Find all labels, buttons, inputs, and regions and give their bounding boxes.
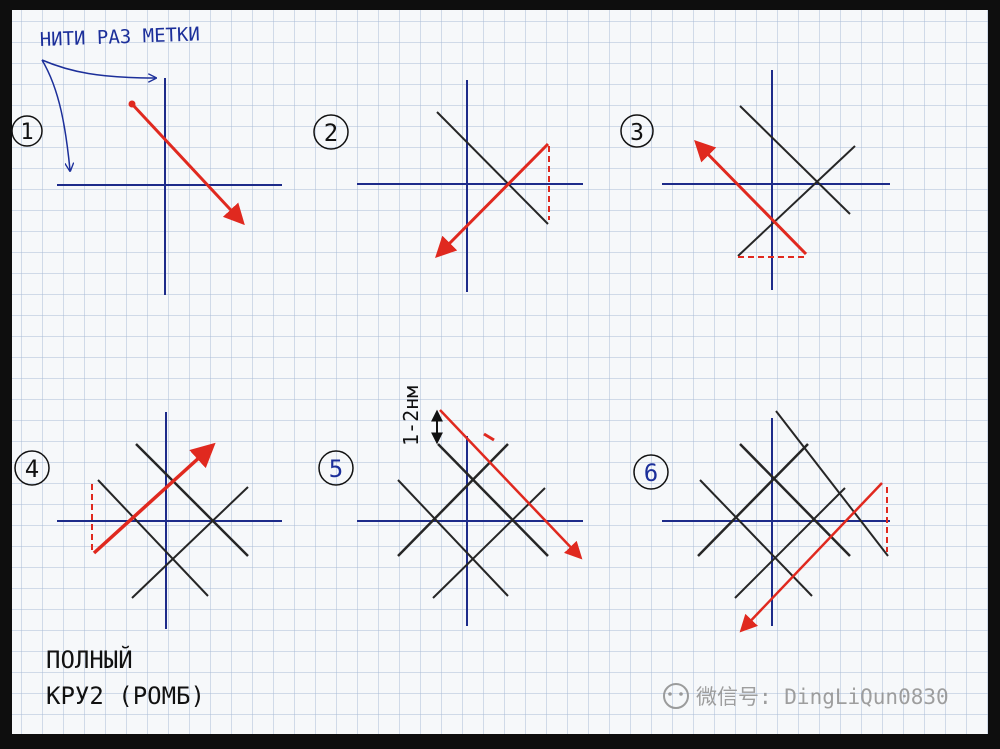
step-2-diagram: 2: [313, 80, 583, 292]
step-5-pencil-line-b: [397, 479, 509, 597]
step-4-number: 4: [25, 455, 39, 483]
step-6-diagram: 6: [633, 410, 890, 633]
step-2-red-arrow: [435, 142, 550, 258]
step-5-dimension-label: 1-2нм: [399, 386, 423, 446]
footer-line-2: КРУ2 (РОМБ): [46, 682, 205, 710]
step-6-pencil-line-d: [697, 443, 809, 557]
step-3-diagram: 3: [620, 70, 890, 290]
step-3-pencil-line-a: [739, 105, 851, 215]
step-5-red-arrow: [439, 409, 583, 560]
header-arrow-down-icon: [41, 59, 70, 170]
step-5-number: 5: [329, 455, 343, 483]
step-1-diagram: 1: [11, 78, 282, 295]
step-4-red-arrow: [92, 442, 216, 555]
header-arrow-right-icon: [41, 59, 155, 78]
step-4-pencil-line-a: [135, 443, 249, 557]
step-2-number: 2: [324, 119, 338, 147]
step-4-number-circle: [14, 450, 50, 486]
step-4-pencil-line-b: [131, 486, 249, 599]
step-6-number-circle: [633, 454, 669, 490]
step-5-diagram: 1-2нм 5: [318, 386, 583, 626]
step-6-red-arrow: [739, 482, 883, 633]
watermark: 微信号: DingLiQun0830: [663, 683, 949, 709]
step-2-number-circle: [313, 114, 349, 150]
step-3-pencil-line-b: [737, 145, 856, 257]
step-6-pencil-line-c: [734, 487, 846, 599]
step-1-number-circle: [11, 115, 43, 147]
footer-line-1: ПОЛНЫЙ: [46, 645, 133, 674]
step-3-number: 3: [630, 120, 644, 146]
step-3-number-circle: [620, 114, 654, 148]
step-6-pencil-line-e: [775, 410, 889, 557]
step-5-pencil-line-c: [432, 487, 546, 599]
step-4-pencil-line-c: [97, 479, 209, 597]
step-1-number: 1: [20, 120, 33, 145]
step-5-red-dash: [483, 432, 495, 442]
step-4-diagram: 4: [14, 412, 282, 629]
wechat-icon: [663, 683, 689, 709]
step-5-number-circle: [318, 450, 354, 486]
paper-grid: [12, 10, 988, 734]
step-3-red-arrow: [694, 140, 808, 256]
step-1-red-arrow: [130, 102, 245, 226]
step-2-pencil-line: [436, 111, 549, 225]
watermark-text: 微信号: DingLiQun0830: [696, 685, 949, 709]
step-5-pencil-line-a: [437, 443, 549, 557]
step-6-number: 6: [644, 459, 658, 487]
